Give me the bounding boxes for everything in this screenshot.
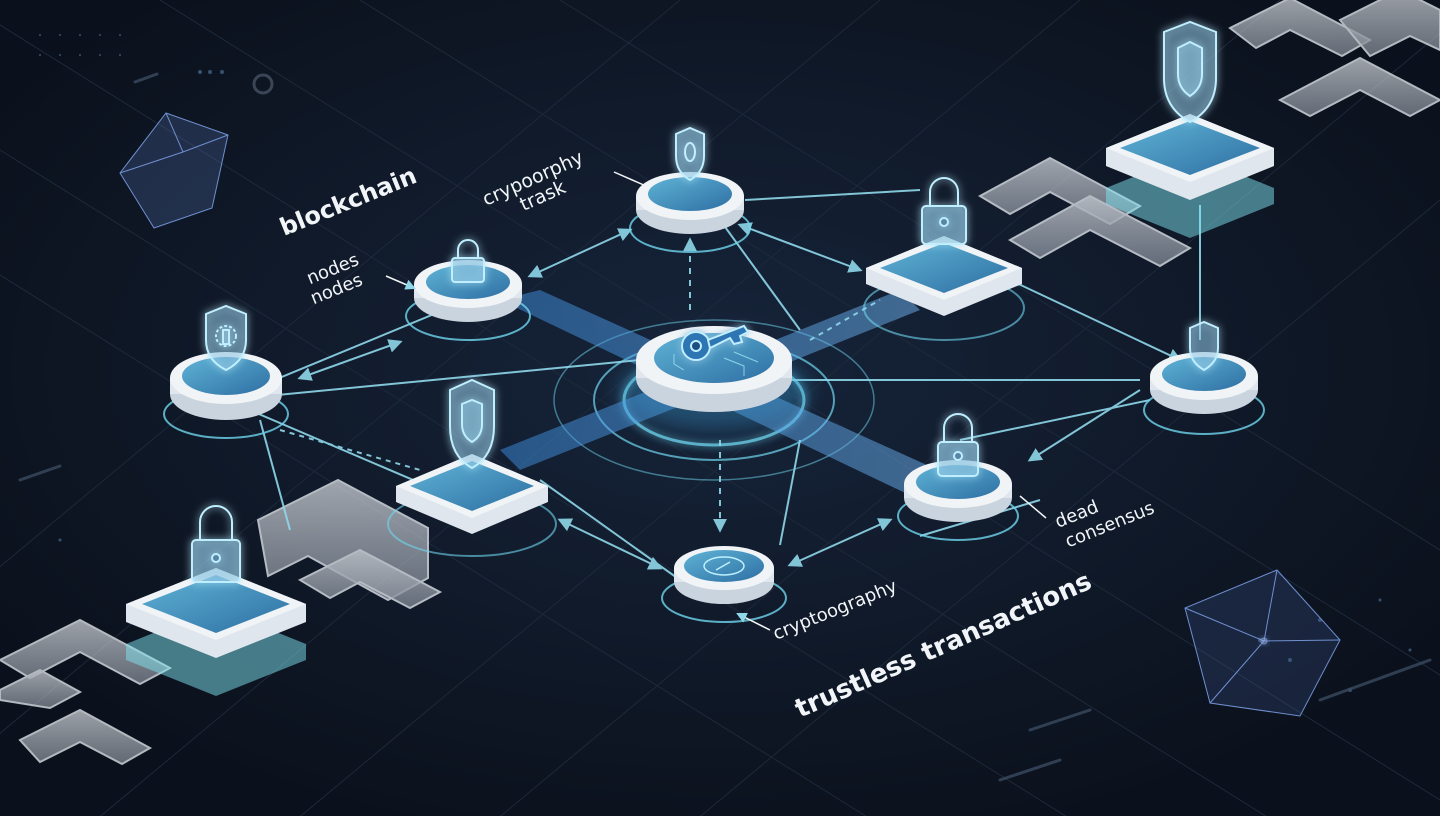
- shield-icon: [449, 378, 495, 470]
- polyhedron-bottom-right: [1184, 569, 1341, 717]
- node-top-right-lock[interactable]: [863, 177, 1025, 341]
- streak-lines: [18, 72, 1432, 782]
- polyhedron-top-left: [119, 112, 229, 229]
- node-mid-left-shield[interactable]: [387, 378, 557, 557]
- node-top-left-lock[interactable]: [405, 239, 531, 341]
- node-left-shield[interactable]: [163, 304, 289, 439]
- shield-icon: [675, 126, 705, 182]
- lock-icon: [937, 413, 979, 477]
- chain-links-right: [977, 0, 1440, 268]
- node-top-shield[interactable]: [629, 126, 751, 253]
- lock-icon: [451, 239, 485, 283]
- lock-icon: [921, 177, 967, 245]
- node-center-key[interactable]: [619, 324, 809, 430]
- key-icon: [681, 324, 750, 361]
- label-pointer-nodes: [385, 275, 416, 290]
- dial-icon: [703, 556, 745, 576]
- particle-field: [39, 34, 1412, 692]
- node-bottom-left-lock[interactable]: [126, 505, 306, 696]
- node-bottom-dial[interactable]: [661, 546, 787, 623]
- shield-icon: [1163, 20, 1217, 124]
- lock-icon: [191, 505, 241, 583]
- chain-links-left: [0, 478, 443, 766]
- ring-ornament: [252, 73, 274, 95]
- node-mid-right-lock[interactable]: [897, 413, 1019, 541]
- node-far-top-right-shield[interactable]: [1106, 20, 1274, 238]
- label-pointer-crypto-task: [613, 171, 647, 187]
- label-pointer-cryptography: [736, 613, 771, 631]
- shield-icon: [1189, 320, 1219, 372]
- node-right-shield[interactable]: [1143, 320, 1265, 435]
- label-pointer-consensus: [1019, 495, 1047, 519]
- shield-gear-icon: [205, 304, 247, 372]
